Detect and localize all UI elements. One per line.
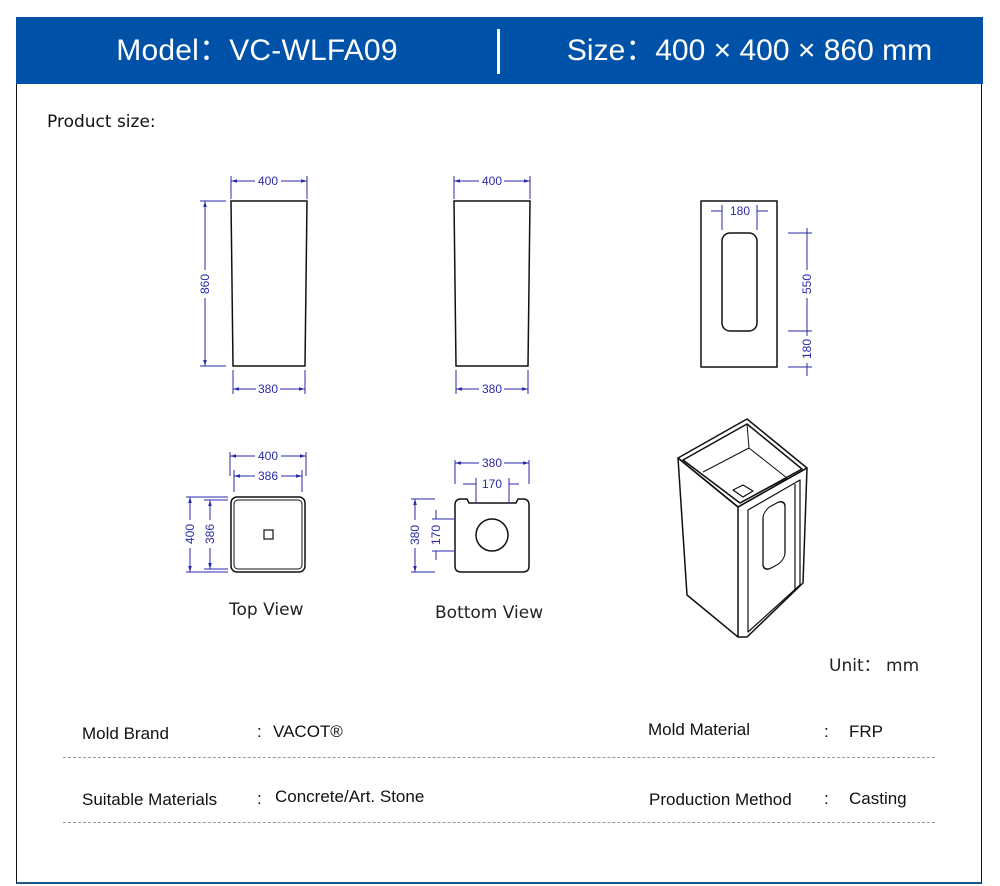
back-view: 180 550 180 bbox=[700, 200, 814, 376]
top-view-inner bbox=[233, 499, 303, 570]
iso-panel bbox=[747, 479, 801, 633]
back-bottom-offset: 180 bbox=[800, 339, 814, 359]
isometric-view bbox=[677, 418, 808, 638]
iso-basin-floor bbox=[702, 447, 788, 504]
spec-row-1: Mold Brand : VACOT® Mold Material : FRP bbox=[63, 720, 935, 758]
page-frame bbox=[16, 17, 982, 884]
front-view: 400 860 380 bbox=[198, 174, 308, 396]
production-method-sep: : bbox=[824, 789, 829, 808]
bottom-view-caption: Bottom View bbox=[435, 603, 544, 623]
mold-brand-sep: : bbox=[257, 722, 262, 741]
front-view-outline bbox=[230, 200, 308, 367]
header-divider bbox=[497, 29, 500, 74]
bottom-hole-width: 170 bbox=[482, 477, 502, 491]
top-view-caption: Top View bbox=[229, 600, 304, 620]
back-view-opening bbox=[721, 232, 758, 332]
suitable-materials-label: Suitable Materials bbox=[82, 790, 218, 809]
front-bottom-width: 380 bbox=[258, 382, 278, 396]
iso-basin-inner bbox=[682, 423, 803, 504]
production-method-value: Casting bbox=[849, 789, 907, 808]
size-title: Size：400 × 400 × 860 mm bbox=[566, 34, 933, 67]
iso-right-face bbox=[737, 467, 808, 638]
top-view: 400 386 400 386 bbox=[183, 449, 307, 573]
suitable-materials-sep: : bbox=[257, 789, 262, 808]
back-opening-height: 550 bbox=[800, 274, 814, 294]
top-inner-width: 386 bbox=[258, 469, 278, 483]
bottom-view-hole bbox=[475, 518, 509, 552]
mold-brand-label: Mold Brand bbox=[82, 724, 169, 743]
top-inner-depth: 386 bbox=[203, 524, 217, 544]
spec-row-2: Suitable Materials : Concrete/Art. Stone… bbox=[63, 787, 935, 823]
header-banner: Model：VC-WLFA09 Size：400 × 400 × 860 mm bbox=[16, 17, 983, 84]
iso-inner-corner bbox=[746, 423, 750, 449]
front-height: 860 bbox=[198, 274, 212, 294]
top-outer-width: 400 bbox=[258, 449, 278, 463]
back-opening-width: 180 bbox=[730, 204, 750, 218]
top-outer-depth: 400 bbox=[183, 524, 197, 544]
mold-material-sep: : bbox=[824, 722, 829, 741]
suitable-materials-value: Concrete/Art. Stone bbox=[275, 787, 425, 806]
iso-drain bbox=[732, 484, 754, 498]
top-view-outer bbox=[230, 496, 306, 573]
bottom-view: 380 170 380 170 bbox=[408, 456, 530, 573]
iso-window bbox=[762, 501, 786, 570]
production-method-label: Production Method bbox=[649, 790, 792, 809]
side-top-width: 400 bbox=[482, 174, 502, 188]
front-top-width: 400 bbox=[258, 174, 278, 188]
bottom-hole-depth: 170 bbox=[429, 525, 443, 545]
mold-brand-value: VACOT® bbox=[273, 722, 343, 741]
side-bottom-width: 380 bbox=[482, 382, 502, 396]
mold-material-label: Mold Material bbox=[648, 720, 751, 739]
top-view-drain bbox=[263, 529, 274, 540]
bottom-width: 380 bbox=[482, 456, 502, 470]
mold-material-value: FRP bbox=[849, 722, 883, 741]
bottom-depth: 380 bbox=[408, 525, 422, 545]
back-view-outline bbox=[700, 200, 778, 368]
side-view: 400 380 bbox=[453, 174, 531, 396]
unit-label: Unit： mm bbox=[829, 656, 920, 676]
product-size-label: Product size: bbox=[47, 112, 156, 132]
side-view-outline bbox=[453, 200, 531, 367]
model-title: Model：VC-WLFA09 bbox=[116, 34, 398, 67]
bottom-view-outline bbox=[454, 498, 530, 573]
iso-top-rim bbox=[677, 418, 808, 508]
